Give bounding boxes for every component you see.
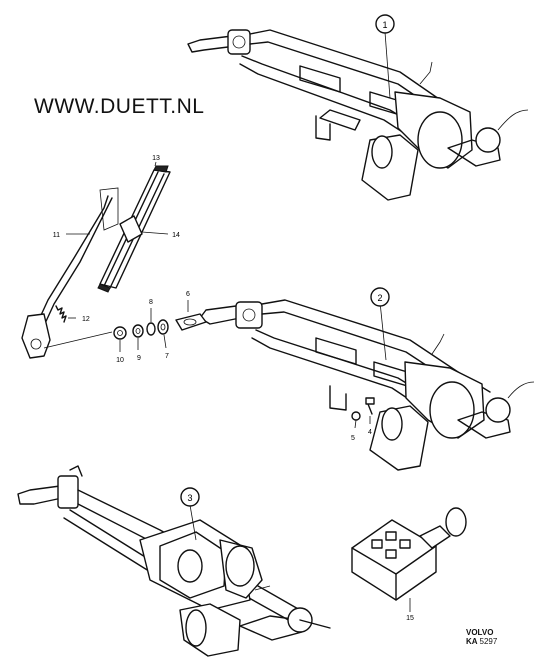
wiper-linkage-assembly-3 [17, 465, 331, 657]
drawing-number: 5297 [479, 637, 498, 646]
brand-name: VOLVO [466, 628, 494, 637]
assembly-1-callout-circle [375, 14, 395, 34]
assembly-2-label: 2 [377, 293, 382, 303]
wiper-blade-part-13 [97, 161, 171, 293]
assembly-3-callout-circle [180, 487, 200, 507]
part-4-label: 4 [368, 429, 372, 436]
nut-part-10 [113, 326, 127, 352]
wiper-linkage-assembly-1 [187, 29, 529, 201]
part-7-label: 7 [165, 353, 169, 360]
part-13-label: 13 [152, 155, 160, 162]
part-12-label: 12 [82, 316, 90, 323]
washer-part-8 [146, 308, 156, 336]
part-9-label: 9 [137, 355, 141, 362]
part-15-label: 15 [406, 615, 414, 622]
washer-part-7 [157, 319, 169, 349]
part-14-label: 14 [172, 232, 180, 239]
assembly-3-label: 3 [187, 493, 192, 503]
wiper-switch-part-15 [351, 507, 467, 612]
part-6-label: 6 [186, 291, 190, 298]
brand-prefix: KA [466, 637, 478, 646]
brand-mark: VOLVO KA 5297 [466, 628, 497, 646]
assembly-2-callout-circle [370, 287, 390, 307]
washer-part-9 [132, 324, 144, 350]
assembly-1-label: 1 [382, 20, 387, 30]
arm-leader-line [43, 331, 113, 349]
seal-part-6 [175, 300, 207, 331]
site-url-label: WWW.DUETT.NL [34, 95, 205, 118]
wiper-arm-part-11 [21, 195, 113, 359]
part-11-label: 11 [53, 232, 60, 239]
part-5-label: 5 [351, 435, 355, 442]
part-8-label: 8 [149, 299, 153, 306]
spring-part-12 [55, 305, 76, 323]
part-10-label: 10 [116, 357, 124, 364]
wiper-linkage-assembly-2 [199, 299, 535, 471]
